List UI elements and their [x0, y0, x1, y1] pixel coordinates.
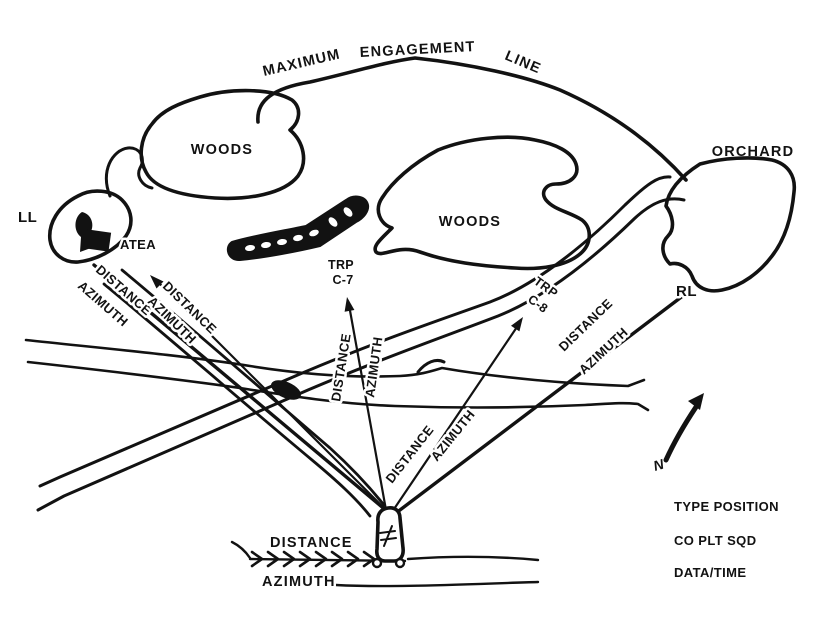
orchard-label: ORCHARD — [712, 144, 795, 160]
legend-data-time: DATA/TIME — [674, 565, 746, 580]
road-northeast — [36, 175, 686, 512]
landmark-tail-line — [104, 146, 154, 198]
distance-chevrons — [250, 550, 376, 568]
trp-c7-label-line2: C-7 — [332, 273, 353, 287]
weapon-position-symbol — [371, 506, 406, 569]
woods-left-label: WOODS — [191, 142, 253, 158]
left-limit-line — [92, 263, 390, 514]
area-arrow — [150, 275, 390, 514]
trp-c7-distance-label: DISTANCE — [328, 332, 354, 402]
max-engagement-word2: ENGAGEMENT — [359, 39, 476, 61]
right-limit-label: RL — [676, 283, 697, 300]
woods-center-label: WOODS — [439, 214, 501, 230]
woods-left-area — [139, 88, 306, 201]
right-limit-line — [394, 293, 686, 515]
position-road-distance-label: DISTANCE — [270, 535, 353, 551]
left-limit-label: LL — [18, 209, 37, 226]
trp-c7-label-line1: TRP — [328, 258, 354, 272]
legend-co-plt-sqd: CO PLT SQD — [674, 533, 756, 548]
area-point-marker — [84, 229, 112, 252]
hedgerow-elbow — [226, 195, 370, 262]
trp-c7-azimuth-label: AZIMUTH — [362, 336, 385, 399]
max-engagement-line — [256, 56, 688, 182]
trp-c8-arrow — [390, 317, 523, 514]
legend-type-position: TYPE POSITION — [674, 499, 779, 514]
north-arrow — [663, 393, 704, 463]
woods-center-area — [373, 135, 592, 271]
max-engagement-word1: MAXIMUM — [261, 46, 342, 79]
road-horizontal — [24, 338, 650, 412]
area-point-label: ATEA — [120, 237, 156, 252]
trp-c7-arrow — [344, 297, 388, 512]
orchard-area — [661, 156, 797, 293]
position-road-azimuth-label: AZIMUTH — [262, 574, 336, 590]
